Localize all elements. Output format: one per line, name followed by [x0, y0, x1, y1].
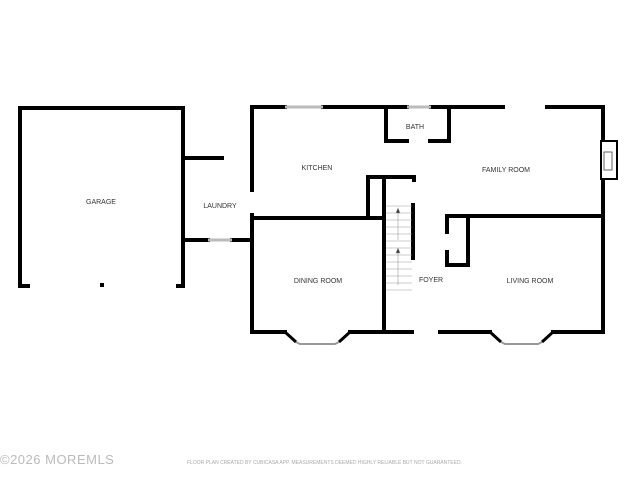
dining-bay-window	[295, 341, 340, 345]
room-label-foyer: FOYER	[419, 277, 443, 284]
living-closet-wall	[445, 214, 470, 267]
garage-walls	[18, 106, 185, 288]
room-label-garage: GARAGE	[86, 199, 116, 206]
room-label-living-room: LIVING ROOM	[507, 278, 554, 285]
room-label-family-room: FAMILY ROOM	[482, 167, 530, 174]
watermark: ©2026 MOREMLS	[0, 452, 115, 467]
room-label-kitchen: KITCHEN	[302, 165, 333, 172]
room-label-dining-room: DINING ROOM	[294, 278, 342, 285]
living-bay-wall	[488, 330, 555, 344]
walls	[18, 105, 605, 334]
room-label-laundry: LAUNDRY	[203, 203, 237, 210]
disclaimer: FLOOR PLAN CREATED BY CUBICASA APP. MEAS…	[187, 460, 462, 466]
bath-walls	[384, 105, 451, 143]
stairs	[386, 205, 412, 291]
room-label-bath: BATH	[406, 124, 424, 131]
windows	[208, 105, 431, 242]
house-left-wall	[250, 213, 386, 334]
dining-bay-wall	[283, 330, 352, 344]
house-outer-wall	[250, 105, 605, 334]
closet-wall	[366, 175, 416, 220]
family-living-wall	[445, 214, 605, 234]
living-bay-window	[500, 341, 543, 345]
